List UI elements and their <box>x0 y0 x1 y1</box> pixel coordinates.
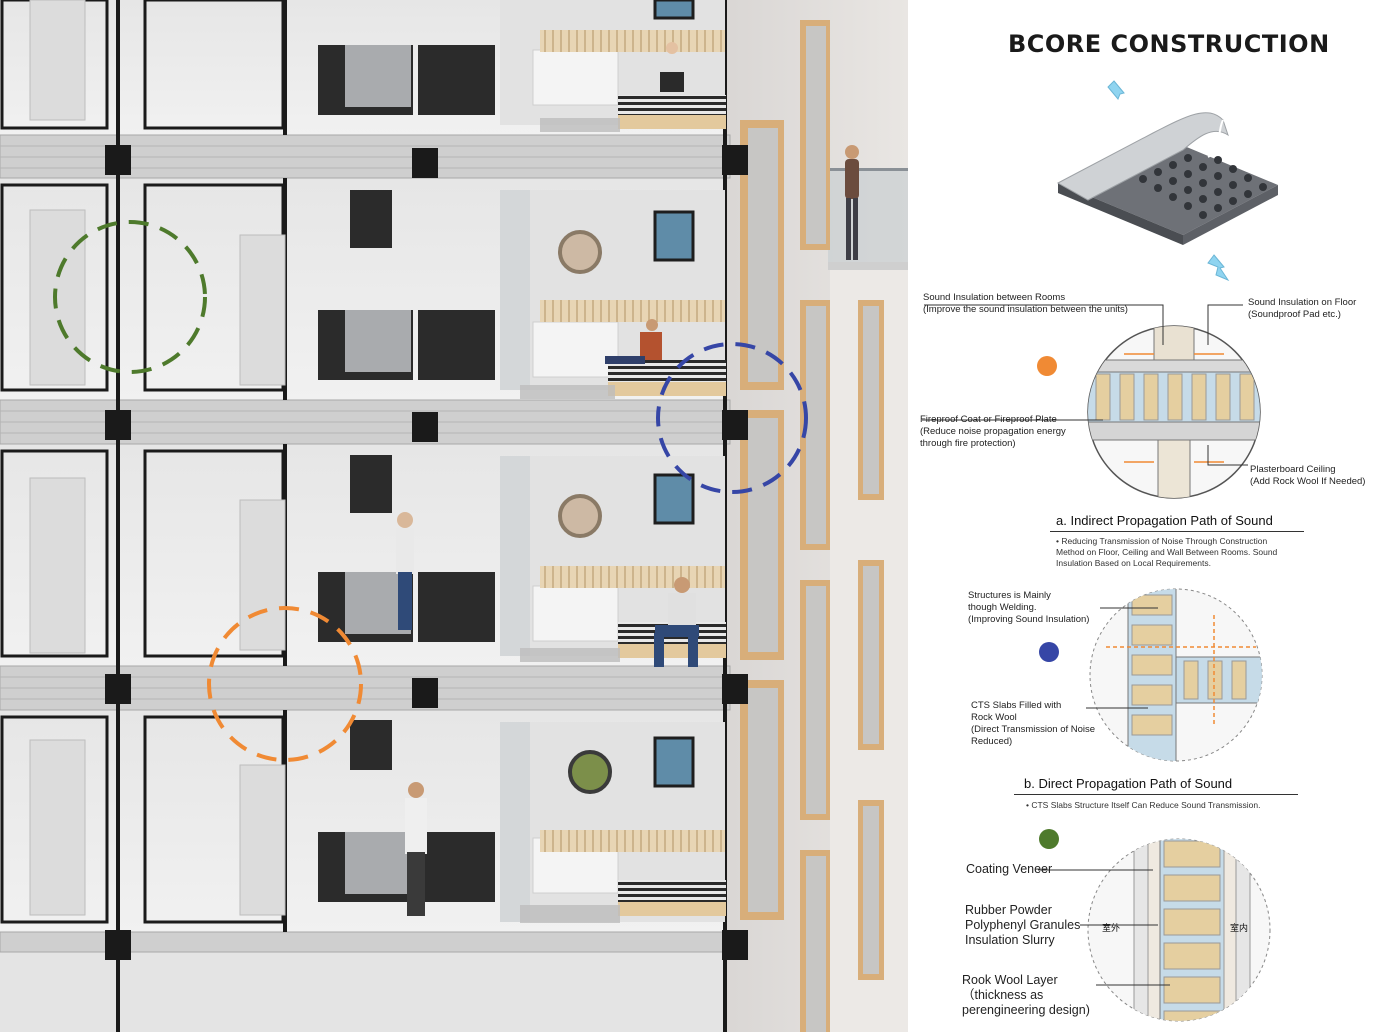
callout-fireproof-coat: Fireproof Coat or Fireproof Plate (Reduc… <box>920 414 1066 449</box>
wall-label-outside: 室外 <box>1102 922 1120 933</box>
section-a-underline <box>1050 531 1304 532</box>
callout-cts-slabs: CTS Slabs Filled with Rock Wool (Direct … <box>971 700 1096 747</box>
detail-circle-indirect <box>1087 325 1261 499</box>
detail-circle-direct: 室外 室内 <box>1087 838 1271 1022</box>
section-b-heading: b. Direct Propagation Path of Sound <box>1024 776 1233 791</box>
wall-label-inside: 室内 <box>1230 922 1248 933</box>
section-b-underline <box>1014 794 1298 795</box>
section-a-note: • Reducing Transmission of Noise Through… <box>1056 536 1278 568</box>
callout-welding: Structures is Mainly though Welding. (Im… <box>968 590 1090 625</box>
construction-diagram-panel: BCORE CONSTRUCTION <box>908 0 1400 1032</box>
blue-callout-circle <box>656 342 808 494</box>
bcore-panel-graphic <box>1056 80 1278 282</box>
callout-plasterboard-ceiling: Plasterboard Ceiling (Add Rock Wool If N… <box>1250 464 1366 487</box>
orange-marker-dot <box>1037 356 1057 376</box>
orange-callout-circle <box>207 606 363 762</box>
section-a-heading: a. Indirect Propagation Path of Sound <box>1056 513 1273 528</box>
detail-circle-welding <box>1089 588 1263 762</box>
callout-coating-veneer: Coating Veneer <box>966 862 1053 876</box>
callout-rubber-powder: Rubber Powder Polyphenyl Granules Insula… <box>965 903 1081 947</box>
green-callout-circle <box>53 220 207 374</box>
callout-rook-wool: Rook Wool Layer （thickness as perenginee… <box>962 973 1090 1017</box>
leader-lines <box>922 304 1248 986</box>
diagram-title: BCORE CONSTRUCTION <box>1008 30 1330 58</box>
blue-marker-dot <box>1039 642 1059 662</box>
section-b-note: • CTS Slabs Structure Itself Can Reduce … <box>1026 800 1261 810</box>
building-section-illustration <box>0 0 908 1032</box>
callout-sound-insulation-floor: Sound Insulation on Floor (Soundproof Pa… <box>1248 297 1357 320</box>
callout-sound-insulation-rooms: Sound Insulation between Rooms (Improve … <box>923 292 1128 315</box>
green-marker-dot <box>1039 829 1059 849</box>
